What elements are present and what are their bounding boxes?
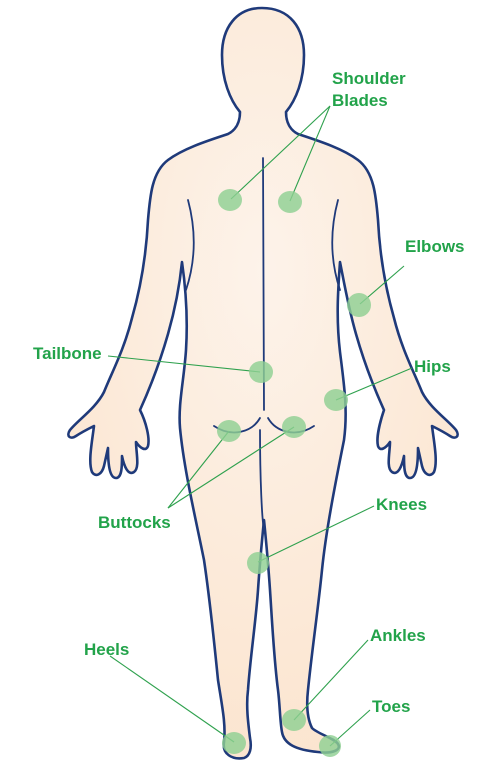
- label-buttocks: Buttocks: [98, 513, 171, 532]
- spot-elbow: [347, 293, 371, 317]
- label-toes: Toes: [372, 697, 410, 716]
- spot-hip: [324, 389, 348, 411]
- spot-tailbone: [249, 361, 273, 383]
- label-heels: Heels: [84, 640, 129, 659]
- spot-ankle: [282, 709, 306, 731]
- spot-shoulder-blade-right: [278, 191, 302, 213]
- spot-knee: [247, 552, 269, 574]
- spot-buttock-right: [282, 416, 306, 438]
- leader-heels: [110, 656, 234, 742]
- label-hips: Hips: [414, 357, 451, 376]
- spot-toes: [319, 735, 341, 757]
- spot-shoulder-blade-left: [218, 189, 242, 211]
- label-knees: Knees: [376, 495, 427, 514]
- label-shoulder-blades-line2: Blades: [332, 91, 388, 110]
- label-elbows: Elbows: [405, 237, 465, 256]
- spot-buttock-left: [217, 420, 241, 442]
- spot-heel: [222, 732, 246, 754]
- label-shoulder-blades-line1: Shoulder: [332, 69, 406, 88]
- label-tailbone: Tailbone: [33, 344, 102, 363]
- label-ankles: Ankles: [370, 626, 426, 645]
